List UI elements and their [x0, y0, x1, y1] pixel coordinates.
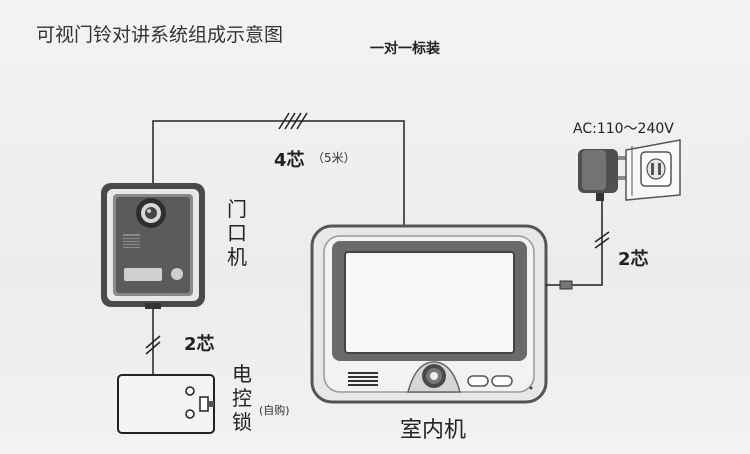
call-button: [171, 268, 183, 280]
electric-lock: [117, 374, 215, 434]
monitor-button-2: [491, 375, 513, 387]
cable-lock: [145, 309, 161, 378]
cable-length-note: （5米）: [312, 151, 356, 165]
cable-power: [546, 200, 610, 290]
lock-self-purchase-note: (自购): [259, 404, 290, 417]
monitor-button-1: [467, 375, 489, 387]
lock-wire-label: 2芯: [184, 334, 215, 355]
page-title: 可视门铃对讲系统组成示意图: [36, 24, 284, 46]
indoor-unit-label: 室内机: [400, 418, 467, 443]
electric-lock-label: 电控锁: [232, 362, 252, 434]
wall-socket-icon: [625, 139, 681, 201]
door-unit-label: 门口机: [227, 197, 247, 269]
power-wire-label: 2芯: [618, 249, 649, 270]
indoor-monitor: [310, 224, 548, 404]
speaker-grille-icon: [348, 372, 378, 386]
cable-4core-label: 4芯: [274, 150, 305, 171]
power-adapter: [578, 149, 628, 201]
speaker-grille-icon: [123, 234, 140, 248]
cable-4core: [152, 112, 405, 226]
door-unit: [101, 183, 205, 309]
subtitle: 一对一标装: [370, 41, 440, 57]
power-voltage-label: AC:110～240V: [573, 121, 674, 137]
name-plate: [124, 268, 162, 281]
